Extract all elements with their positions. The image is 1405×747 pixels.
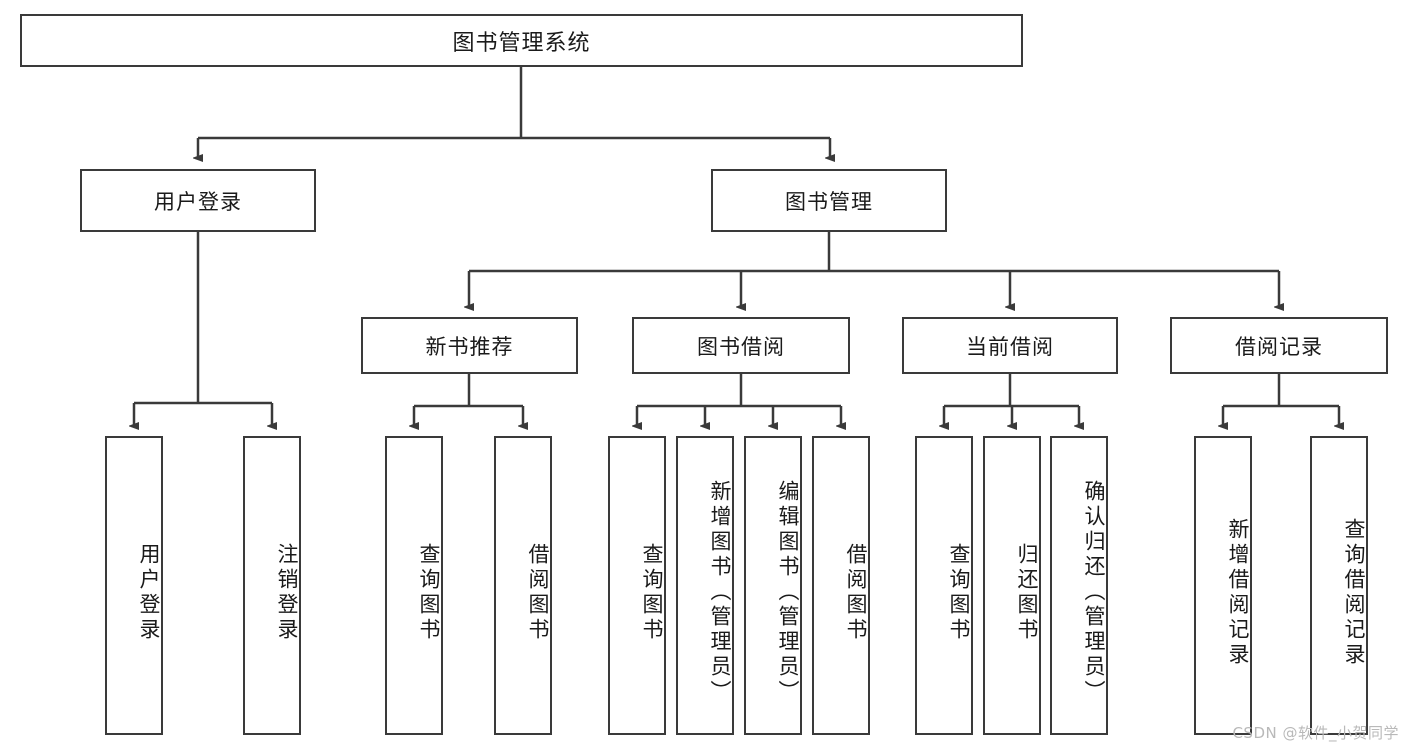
leaf-borrow-record-add-record[interactable]: 新增借阅记录 [1194,436,1252,735]
node-new-book-recommend[interactable]: 新书推荐 [361,317,578,374]
leaf-new-book-borrow-book[interactable]: 借阅图书 [494,436,552,735]
leaf-current-borrow-return-book[interactable]: 归还图书 [983,436,1041,735]
node-current-borrow[interactable]: 当前借阅 [902,317,1118,374]
node-user-login[interactable]: 用户登录 [80,169,316,232]
leaf-book-borrow-edit-book-admin[interactable]: 编辑图书（管理员） [744,436,802,735]
leaf-current-borrow-confirm-return-admin[interactable]: 确认归还（管理员） [1050,436,1108,735]
leaf-book-borrow-add-book-admin[interactable]: 新增图书（管理员） [676,436,734,735]
node-book-borrow[interactable]: 图书借阅 [632,317,850,374]
leaf-current-borrow-query-book[interactable]: 查询图书 [915,436,973,735]
node-root-book-management-system[interactable]: 图书管理系统 [20,14,1023,67]
leaf-book-borrow-query-book[interactable]: 查询图书 [608,436,666,735]
leaf-book-borrow-borrow-book[interactable]: 借阅图书 [812,436,870,735]
leaf-user-login-logout[interactable]: 注销登录 [243,436,301,735]
leaf-borrow-record-query-record[interactable]: 查询借阅记录 [1310,436,1368,735]
node-book-management[interactable]: 图书管理 [711,169,947,232]
node-borrow-record[interactable]: 借阅记录 [1170,317,1388,374]
leaf-new-book-query-book[interactable]: 查询图书 [385,436,443,735]
leaf-user-login-login[interactable]: 用户登录 [105,436,163,735]
watermark: CSDN @软件_小贺同学 [1232,724,1399,742]
